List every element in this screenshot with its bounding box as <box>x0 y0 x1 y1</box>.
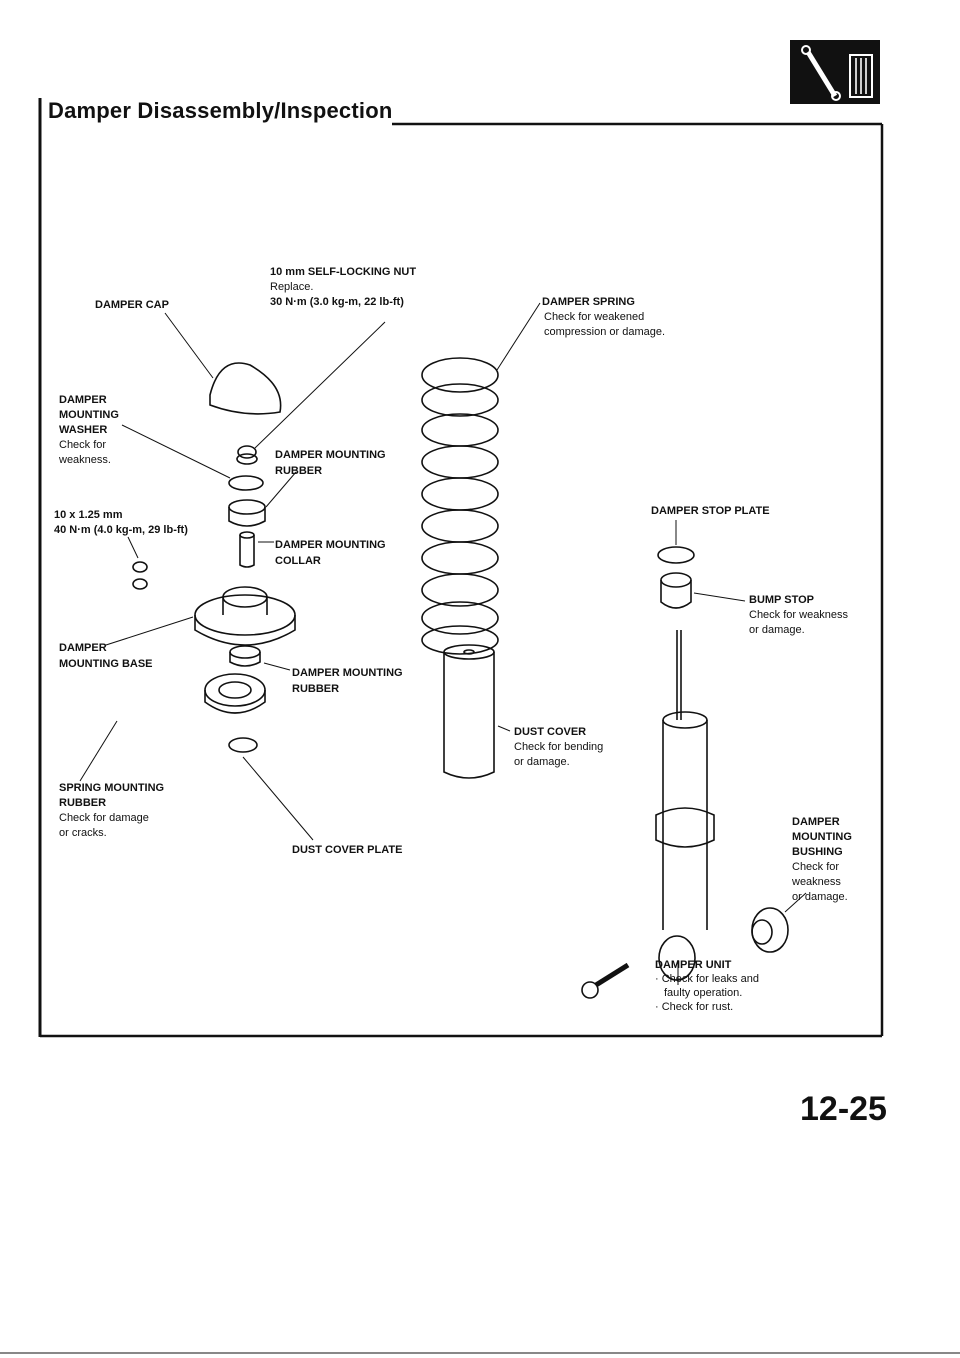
damper-mounting-collar-icon <box>239 531 255 568</box>
rubber-lower-label-1: DAMPER MOUNTING <box>292 667 403 679</box>
rubber-lower-label-2: RUBBER <box>292 683 340 695</box>
bolt-nut-label-2: 40 N·m (4.0 kg-m, 29 lb-ft) <box>54 524 188 536</box>
bump-stop-note-2: or damage. <box>749 624 805 636</box>
damper-mounting-rubber-icon <box>228 499 266 527</box>
spring-mounting-rubber-icon <box>204 673 266 714</box>
suspension-section-icon <box>790 40 880 104</box>
bushing-label-1: DAMPER <box>792 816 840 828</box>
dust-plate-label: DUST COVER PLATE <box>292 844 403 856</box>
bolt-icon <box>581 962 630 999</box>
unit-note-2: faulty operation. <box>664 987 743 999</box>
damper-mounting-base-icon <box>194 586 296 646</box>
flange-nut-icon <box>132 561 148 590</box>
washer-label-3: WASHER <box>59 424 108 436</box>
spring-rubber-note-2: or cracks. <box>59 827 107 839</box>
rubber-upper-label-1: DAMPER MOUNTING <box>275 449 386 461</box>
bushing-note-1: Check for <box>792 861 840 873</box>
leader-lines <box>79 302 807 985</box>
unit-note-3: · Check for rust. <box>655 1001 734 1013</box>
nut-note: Replace. <box>270 281 314 293</box>
bushing-note-3: or damage. <box>792 891 848 903</box>
self-locking-nut-icon <box>236 445 258 465</box>
washer-label-2: MOUNTING <box>59 409 119 421</box>
damper-mounting-washer-icon <box>228 475 264 491</box>
nut-torque: 30 N·m (3.0 kg-m, 22 lb-ft) <box>270 296 404 308</box>
damper-mounting-bushing-icon <box>751 907 789 953</box>
washer-note-1: Check for <box>59 439 107 451</box>
unit-note-1: · Check for leaks and <box>655 973 759 985</box>
bump-stop-icon <box>660 572 692 609</box>
bushing-label-3: BUSHING <box>792 846 843 858</box>
dust-cover-note-2: or damage. <box>514 756 570 768</box>
base-label-1: DAMPER <box>59 642 107 654</box>
bushing-label-2: MOUNTING <box>792 831 852 843</box>
bolt-nut-label-1: 10 x 1.25 mm <box>54 509 123 521</box>
nut-label: 10 mm SELF-LOCKING NUT <box>270 266 417 278</box>
page-number: 12-25 <box>800 1090 887 1128</box>
dust-cover-plate-icon <box>228 737 258 753</box>
spring-note-1: Check for weakened <box>544 311 645 323</box>
dust-cover-icon <box>443 644 495 779</box>
page-title: Damper Disassembly/Inspection <box>48 98 393 123</box>
damper-mounting-rubber-lower-icon <box>229 645 261 667</box>
damper-unit-icon <box>655 630 715 981</box>
damper-stop-plate-icon <box>657 546 695 564</box>
spring-rubber-label-1: SPRING MOUNTING <box>59 782 165 794</box>
cap-label: DAMPER CAP <box>95 299 169 311</box>
collar-label-1: DAMPER MOUNTING <box>275 539 386 551</box>
rubber-upper-label-2: RUBBER <box>275 465 323 477</box>
washer-note-2: weakness. <box>59 454 111 466</box>
unit-label: DAMPER UNIT <box>655 959 732 971</box>
collar-label-2: COLLAR <box>275 555 321 567</box>
stop-plate-label: DAMPER STOP PLATE <box>651 505 770 517</box>
spring-label: DAMPER SPRING <box>542 296 635 308</box>
spring-note-2: compression or damage. <box>544 326 666 338</box>
dust-cover-note-1: Check for bending <box>514 741 604 753</box>
washer-label-1: DAMPER <box>59 394 107 406</box>
damper-cap-icon <box>209 362 282 415</box>
damper-spring-icon <box>421 357 499 655</box>
bump-stop-note-1: Check for weakness <box>749 609 849 621</box>
dust-cover-label: DUST COVER <box>514 726 587 738</box>
bump-stop-label: BUMP STOP <box>749 594 814 606</box>
spring-rubber-note-1: Check for damage <box>59 812 149 824</box>
spring-rubber-label-2: RUBBER <box>59 797 107 809</box>
bushing-note-2: weakness <box>792 876 841 888</box>
base-label-2: MOUNTING BASE <box>59 658 153 670</box>
